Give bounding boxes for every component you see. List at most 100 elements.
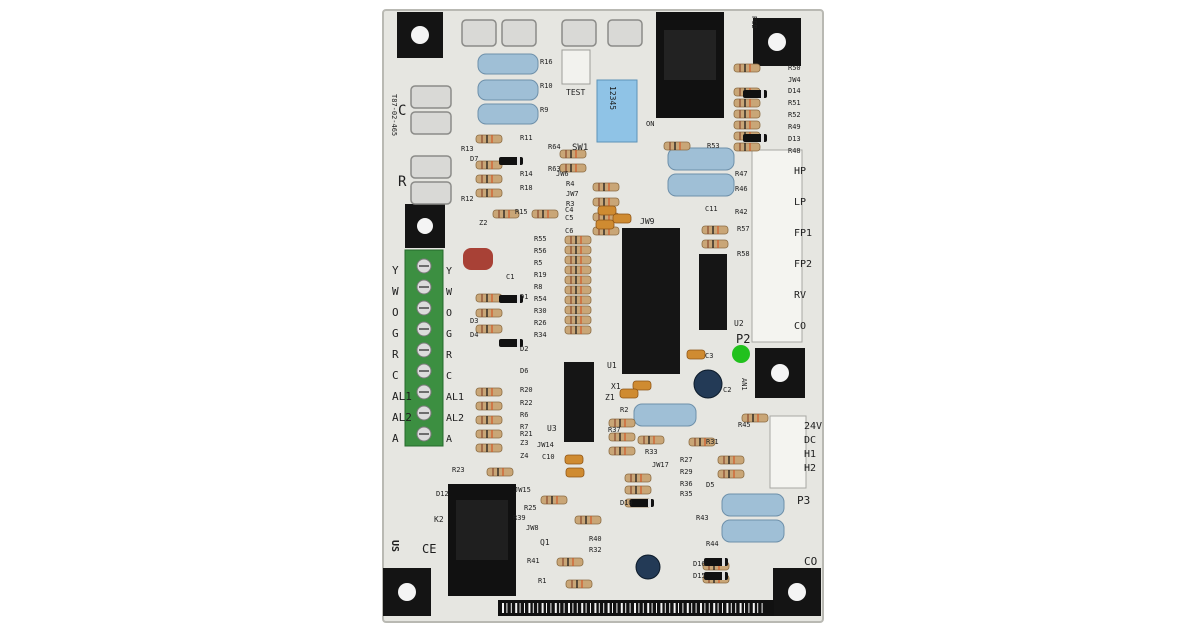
component-label: R46 [735,185,748,193]
component-label: R32 [589,546,602,554]
component-label: R57 [737,225,750,233]
connector-label: LP [794,197,806,208]
terminal-label-left: W [392,285,399,298]
component-label: Z4 [520,452,528,460]
component-label: D7 [470,155,478,163]
component-label: R40 [589,535,602,543]
component-label: R30 [534,307,547,315]
terminal-label-right: O [446,308,452,319]
component-label: JW17 [652,461,669,469]
component-label: R23 [452,466,465,474]
component-label: C5 [565,214,573,222]
p2-label: P2 [736,332,750,346]
ic-u1 [622,228,680,374]
on-label: ON [646,120,654,128]
component-label: D6 [520,367,528,375]
component-label: R2 [620,406,628,414]
terminal-label-right: A [446,434,452,445]
component-label: R50 [788,64,801,72]
component-label: R39 [513,514,526,522]
component-label: R36 [680,480,693,488]
ce-label: CE [422,542,436,556]
component-label: R11 [520,134,533,142]
component-label: D3 [470,317,478,325]
component-label: R37 [608,426,621,434]
p3-label: 24V [804,421,822,432]
p3-label: DC [804,435,816,446]
component-label: R31 [706,438,719,446]
component-label: R48 [788,147,801,155]
component-label: JW6 [556,170,569,178]
component-label: R22 [520,399,533,407]
component-label: JW7 [566,190,579,198]
dip-number-label: 12345 [608,86,617,110]
component-label: R43 [696,514,709,522]
component-label: R58 [737,250,750,258]
k2-label: K2 [434,515,444,524]
component-label: R29 [680,468,693,476]
ic-u3 [564,362,594,442]
terminal-label-left: Y [392,264,399,277]
component-label: R42 [735,208,748,216]
u2-label: U2 [734,319,744,328]
component-label: R26 [534,319,547,327]
component-label: JW14 [537,441,554,449]
component-label: C3 [705,352,713,360]
component-label: C1 [506,273,514,281]
component-label: Z2 [479,219,487,227]
component-label: R44 [706,540,719,548]
co-label: CO [804,555,817,568]
component-label: R54 [534,295,547,303]
component-label: JW4 [788,76,801,84]
spade-label: R [398,174,407,190]
connector-label: HP [794,166,806,177]
component-label: R47 [735,170,748,178]
component-label: C6 [565,227,573,235]
component-label: R7 [520,423,528,431]
dip-switch [596,79,638,143]
component-label: R6 [520,411,528,419]
u3-label: U3 [547,424,557,433]
component-label: R10 [540,82,553,90]
component-label: R45 [738,421,751,429]
component-label: R8 [534,283,542,291]
component-label: R19 [534,271,547,279]
p3-connector [769,415,807,489]
component-label: D15 [693,572,706,580]
component-label: R49 [788,123,801,131]
p3-label: H2 [804,463,816,474]
component-label: D16 [693,560,706,568]
terminal-label-left: O [392,306,399,319]
spade-terminals-top [461,19,643,47]
ul-label: US [389,540,400,552]
component-label: R56 [534,247,547,255]
component-label: R14 [520,170,533,178]
component-label: C10 [542,453,555,461]
component-label: C11 [705,205,718,213]
jw9-label: JW9 [640,217,655,226]
component-label: R9 [540,106,548,114]
component-label: JW15 [514,486,531,494]
component-label: D4 [470,331,478,339]
x1-label: X1 [611,382,621,391]
board-code-left: T87-02-465 [390,94,398,136]
component-label: Z3 [520,439,528,447]
component-label: R63 [548,165,561,173]
component-label: R15 [515,208,528,216]
component-label: D13 [788,135,801,143]
terminal-label-left: R [392,348,399,361]
corner-mount-holes [383,12,821,616]
component-label: R18 [520,184,533,192]
test-connector [561,49,591,85]
connector-label: CO [794,321,806,332]
component-label: D2 [520,345,528,353]
q1-label: Q1 [540,538,550,547]
terminal-label-right: AL2 [446,413,464,424]
component-label: R34 [534,331,547,339]
barcode-lines [502,603,763,613]
capacitor-bottom [635,554,661,580]
silkscreen-labels: T87-02-465PCBCRYWOGRCAL1AL2AYWOGRCAL1AL2… [389,16,822,585]
terminal-label-right: G [446,329,452,340]
component-label: R51 [788,99,801,107]
